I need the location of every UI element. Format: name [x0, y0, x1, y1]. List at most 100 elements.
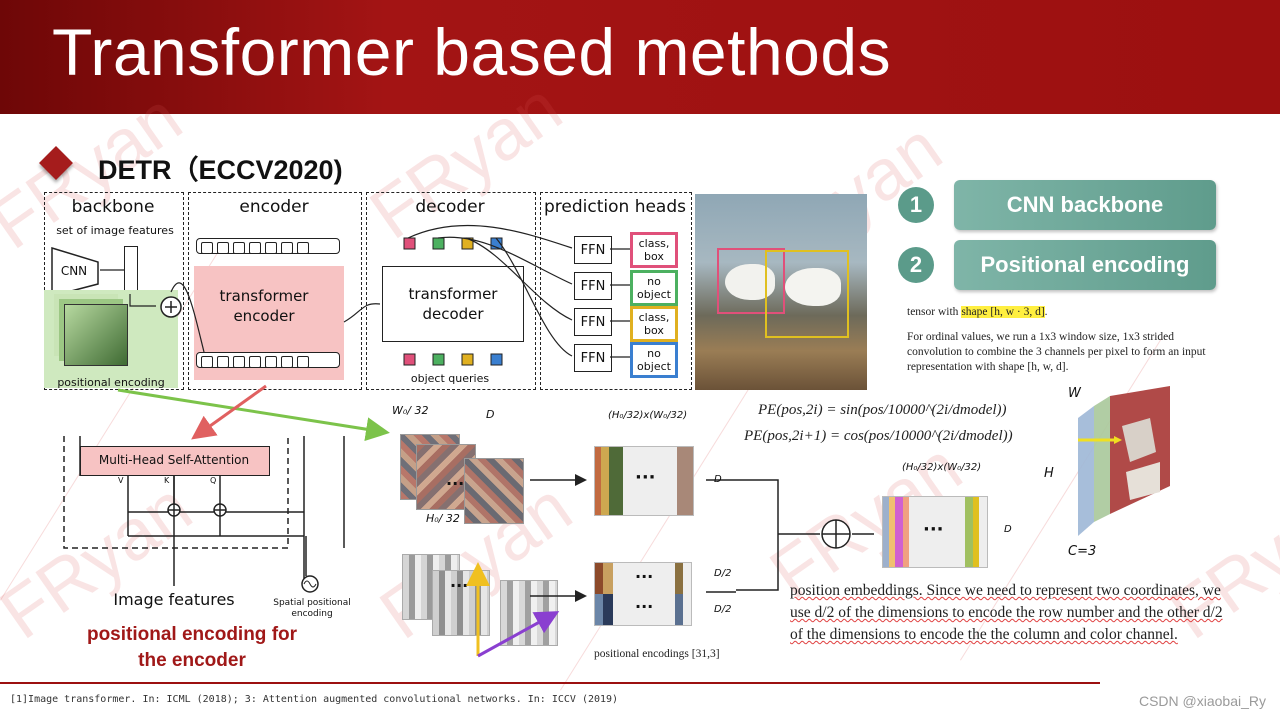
footer-divider — [0, 682, 1100, 684]
mhsa-label: Multi-Head Self-Attention — [98, 453, 250, 467]
paper-excerpt-ordinal: For ordinal values, we run a 1x3 window … — [907, 331, 1206, 373]
pe-caption: positional encodings [31,3] — [594, 648, 720, 660]
attention-lines — [63, 436, 345, 593]
feature-column-stripe — [609, 447, 623, 515]
text-fragment: . — [1044, 306, 1048, 318]
output-box: no object — [630, 342, 678, 378]
dots-label: ··· — [450, 576, 469, 595]
slide-title: Transformer based methods — [52, 15, 892, 89]
caption-line-1: positional encoding for — [86, 624, 298, 645]
h0-label: H₀/ 32 — [426, 512, 460, 525]
k-label: K — [164, 476, 170, 485]
pe-stripe — [603, 563, 613, 594]
object-queries-label: object queries — [410, 372, 490, 385]
pe-stripe — [595, 563, 603, 594]
ffn-box: FFN — [574, 236, 612, 264]
encoder-top-tokens — [196, 238, 340, 254]
paper-excerpt-shape: tensor with shape [h, w · 3, d]. — [907, 306, 1048, 318]
spatial-encoding-label: Spatial positional encoding — [273, 598, 351, 619]
step-label: CNN backbone — [954, 180, 1216, 230]
ffn-box: FFN — [574, 272, 612, 300]
d-half-top-label: D/2 — [714, 568, 732, 579]
mhsa-box — [80, 446, 270, 476]
output-box: class, box — [630, 232, 678, 268]
bullet-diamond-icon — [39, 146, 73, 180]
step-item: 2 Positional encoding — [898, 240, 1216, 290]
transformer-decoder-box: transformer decoder — [382, 266, 524, 342]
ffn-box: FFN — [574, 308, 612, 336]
embed-stripe — [973, 497, 979, 567]
detection-box-yellow — [765, 250, 849, 338]
feature-column-stripe — [677, 447, 693, 515]
pe-formula-sin: PE(pos,2i) = sin(pos/10000^(2i/dmodel)) — [758, 402, 1007, 418]
ffn-box: FFN — [574, 344, 612, 372]
image-features-label: set of image features — [56, 224, 174, 237]
q-label: Q — [210, 476, 217, 485]
dots-label: ··· — [446, 474, 465, 493]
d-label: D — [486, 408, 495, 421]
dots-label: ··· — [635, 467, 656, 488]
detection-box-red — [717, 248, 785, 314]
pe-stripe — [595, 594, 603, 625]
pe-flattened: ··· ··· — [594, 562, 692, 626]
heads-group — [540, 192, 692, 390]
decoder-group — [366, 192, 536, 390]
text-fragment: tensor with — [907, 306, 962, 318]
pe-stack — [64, 304, 128, 366]
embed-stripe — [965, 497, 973, 567]
step-label: Positional encoding — [954, 240, 1216, 290]
cube-c-label: C=3 — [1068, 544, 1097, 559]
sample-image — [695, 194, 867, 390]
image-cube — [1078, 386, 1170, 536]
feature-map-tile — [464, 458, 524, 524]
embed-stripe — [895, 497, 903, 567]
output-box: no object — [630, 270, 678, 306]
diagram-connectors — [100, 224, 630, 358]
pe-stripe — [603, 594, 613, 625]
pe-map-tile — [432, 570, 490, 636]
encoder-group — [188, 192, 362, 390]
dots-label: ··· — [635, 597, 654, 616]
step-item: 1 CNN backbone — [898, 180, 1216, 230]
cnn-label: CNN — [60, 264, 88, 278]
d-half-bottom-label: D/2 — [714, 604, 732, 615]
highlighted-text: shape [h, w · 3, d] — [961, 306, 1045, 318]
query-tokens-bottom — [403, 353, 503, 366]
bird-shape — [785, 268, 841, 306]
position-embedding-text: position embeddings. Since we need to re… — [790, 582, 1223, 643]
decoder-label: decoder — [415, 197, 485, 217]
positional-encoding-label: positional encoding — [57, 376, 165, 389]
dots-label: ··· — [923, 519, 944, 540]
feature-illustration: W₀/ 32 D ··· H₀/ 32 ··· (H₀/32)x(W₀/32) … — [380, 404, 740, 666]
hw-label-top: (H₀/32)x(W₀/32) — [608, 410, 688, 421]
caption-line-2: the encoder — [138, 650, 246, 671]
references: [1]Image transformer. In: ICML (2018); 3… — [10, 694, 619, 705]
image-features-label: Image features — [113, 590, 235, 609]
heads-label: prediction heads — [544, 197, 686, 217]
dots-label: ··· — [635, 567, 654, 586]
embed-stripe — [883, 497, 889, 567]
step-number: 2 — [898, 247, 934, 283]
cube-h-label: H — [1044, 466, 1054, 481]
v-label: V — [118, 476, 124, 485]
flattened-feature: ··· — [594, 446, 694, 516]
title-bar: Transformer based methods — [0, 0, 1280, 114]
transformer-encoder-label: transformer encoder — [219, 287, 309, 325]
feature-column-stripe — [595, 447, 601, 515]
attention-diagram: Multi-Head Self-Attention V K Q Image fe… — [44, 436, 364, 636]
w0-label: W₀/ 32 — [392, 404, 429, 417]
encoder-bottom-tokens — [196, 352, 340, 368]
plus-circle-icon — [160, 296, 182, 318]
embed-stripe — [903, 497, 909, 567]
output-box: class, box — [630, 306, 678, 342]
combined-embedding: ··· — [882, 496, 988, 568]
step-number: 1 — [898, 187, 934, 223]
backbone-label: backbone — [71, 197, 155, 217]
detr-diagram: backbone encoder decoder prediction head… — [44, 192, 694, 392]
pe-stripe — [675, 594, 683, 625]
credit-watermark: CSDN @xiaobai_Ry — [1138, 693, 1266, 709]
d-right-label: D — [714, 474, 722, 485]
d-label: D — [1004, 524, 1012, 535]
section-title: DETR（ECCV2020) — [98, 155, 343, 185]
cube-w-label: W — [1068, 386, 1081, 401]
